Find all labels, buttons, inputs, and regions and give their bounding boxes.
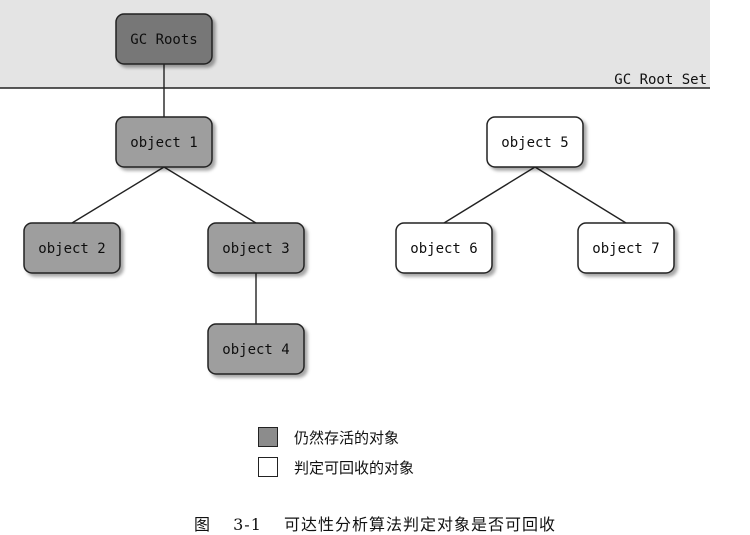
edge-object1-object3 xyxy=(163,166,257,224)
svg-text:object 7: object 7 xyxy=(592,241,659,257)
root-set-label: GC Root Set xyxy=(614,72,707,88)
figure-caption: 图 3-1 可达性分析算法判定对象是否可回收 xyxy=(0,511,750,535)
legend-label-live: 仍然存活的对象 xyxy=(294,428,400,447)
node-gc-roots: GC Roots xyxy=(115,13,213,65)
svg-text:object 1: object 1 xyxy=(130,135,197,151)
node-object1: object 1 xyxy=(115,116,213,168)
legend-swatch-live xyxy=(258,427,278,447)
svg-text:object 6: object 6 xyxy=(410,241,477,257)
edge-object5-object7 xyxy=(534,166,627,224)
node-object6: object 6 xyxy=(395,222,493,274)
reachability-diagram: GC Root Set GC Roots object 1 object 2 o… xyxy=(0,0,710,375)
node-object2: object 2 xyxy=(23,222,121,274)
svg-text:object 2: object 2 xyxy=(38,241,105,257)
legend-label-dead: 判定可回收的对象 xyxy=(294,458,415,477)
svg-text:object 4: object 4 xyxy=(222,342,289,358)
node-object5: object 5 xyxy=(486,116,584,168)
legend: 仍然存活的对象 判定可回收的对象 xyxy=(258,425,414,485)
legend-swatch-dead xyxy=(258,457,278,477)
node-object3: object 3 xyxy=(207,222,305,274)
svg-text:object 5: object 5 xyxy=(501,135,568,151)
node-object4: object 4 xyxy=(207,323,305,375)
caption-text: 可达性分析算法判定对象是否可回收 xyxy=(283,515,556,534)
caption-prefix: 图 xyxy=(194,515,212,534)
svg-text:GC Roots: GC Roots xyxy=(130,32,197,48)
caption-number: 3-1 xyxy=(233,515,262,534)
legend-item-live: 仍然存活的对象 xyxy=(258,425,414,449)
node-object7: object 7 xyxy=(577,222,675,274)
edge-object5-object6 xyxy=(443,166,536,224)
legend-item-dead: 判定可回收的对象 xyxy=(258,455,414,479)
svg-text:object 3: object 3 xyxy=(222,241,289,257)
edge-object1-object2 xyxy=(71,166,165,224)
root-set-band xyxy=(0,0,710,88)
